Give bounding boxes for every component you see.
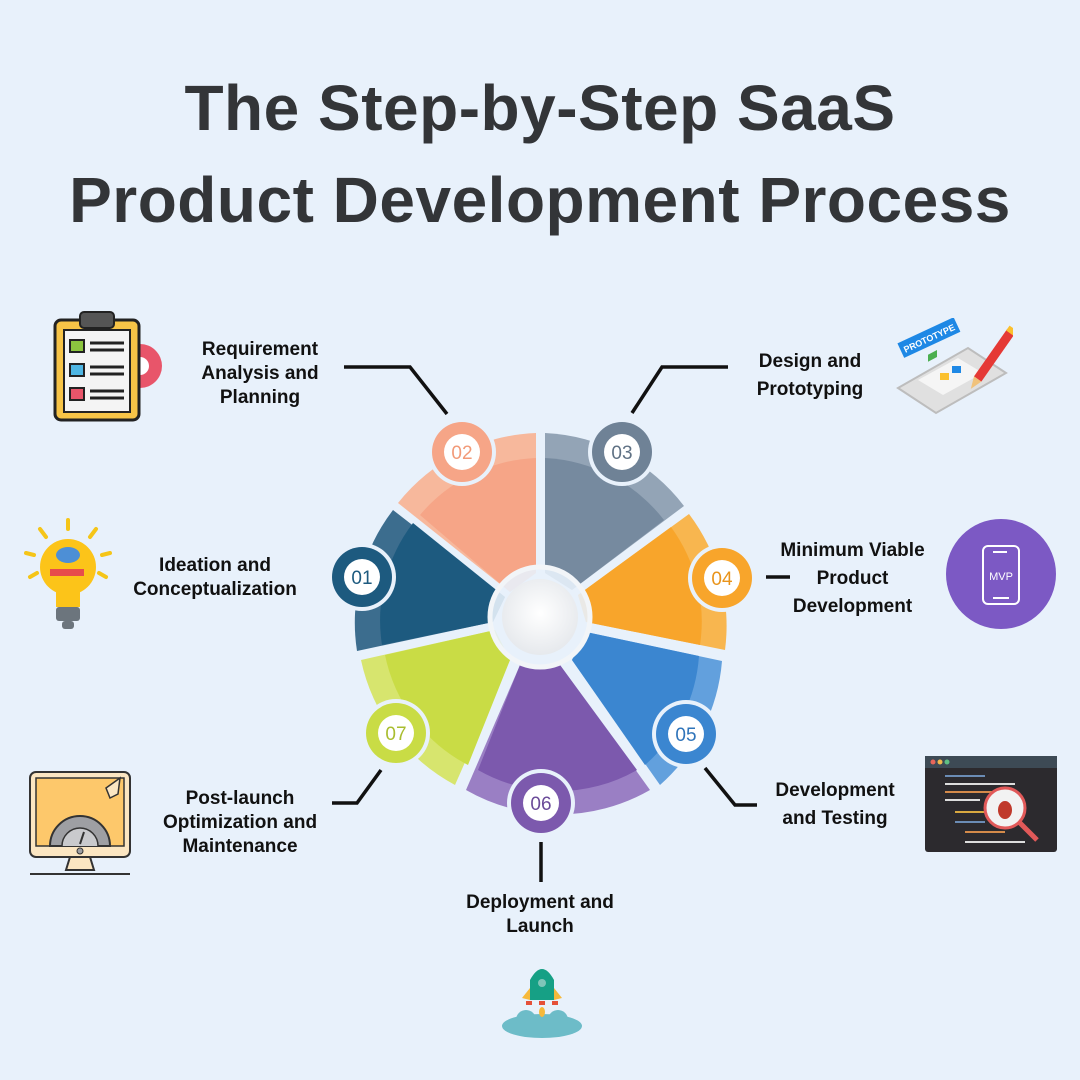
mvp-tag: MVP <box>989 571 1013 583</box>
label-line: Prototyping <box>756 379 864 400</box>
label-line: and Testing <box>782 808 888 829</box>
page-title: The Step-by-Step SaaS Product Developmen… <box>0 62 1080 246</box>
label-line: Product <box>816 568 889 589</box>
label-line: Deployment and <box>466 892 614 913</box>
label-line: Minimum Viable <box>780 540 925 561</box>
label-line: Maintenance <box>182 836 298 857</box>
connector-lines <box>332 365 790 882</box>
title-line-1: The Step-by-Step SaaS <box>184 72 896 144</box>
mvp-phone-icon: MVP <box>946 519 1056 629</box>
label-line: Post-launch <box>185 788 295 809</box>
label-line: Conceptualization <box>133 579 297 600</box>
step-number-07: 07 <box>385 724 406 745</box>
clipboard-checklist-icon <box>53 311 162 422</box>
label-line: Ideation and <box>159 555 271 576</box>
step-label-03: Design and Prototyping <box>735 348 885 404</box>
step-number-03: 03 <box>611 443 632 464</box>
step-label-06: Deployment and Launch <box>440 891 640 939</box>
step-label-02: Requirement Analysis and Planning <box>175 338 345 410</box>
step-number-04: 04 <box>711 569 733 590</box>
step-badges <box>328 418 756 837</box>
label-line: Optimization and <box>162 812 318 833</box>
label-line: Development <box>792 596 913 617</box>
step-number-02: 02 <box>451 443 472 464</box>
step-label-04: Minimum Viable Product Development <box>760 537 945 621</box>
step-label-07: Post-launch Optimization and Maintenance <box>140 787 340 859</box>
label-line: Development <box>775 780 895 801</box>
step-label-05: Development and Testing <box>755 777 915 833</box>
title-line-2: Product Development Process <box>69 164 1011 236</box>
step-number-05: 05 <box>675 725 696 746</box>
label-line: Launch <box>506 916 574 937</box>
code-bug-icon <box>925 756 1057 852</box>
step-label-01: Ideation and Conceptualization <box>110 554 320 602</box>
wheel-segments <box>354 433 727 815</box>
rocket-icon <box>502 969 582 1038</box>
label-line: Requirement <box>201 339 319 360</box>
label-line: Analysis and <box>201 363 319 384</box>
label-line: Planning <box>219 387 301 408</box>
label-line: Design and <box>758 351 862 372</box>
center-hub <box>502 579 578 655</box>
prototype-blueprint-icon: PROTOTYPE <box>896 318 1013 415</box>
step-number-06: 06 <box>530 794 551 815</box>
step-number-01: 01 <box>351 568 372 589</box>
monitor-gauge-icon <box>29 771 131 875</box>
lightbulb-icon <box>24 518 112 629</box>
